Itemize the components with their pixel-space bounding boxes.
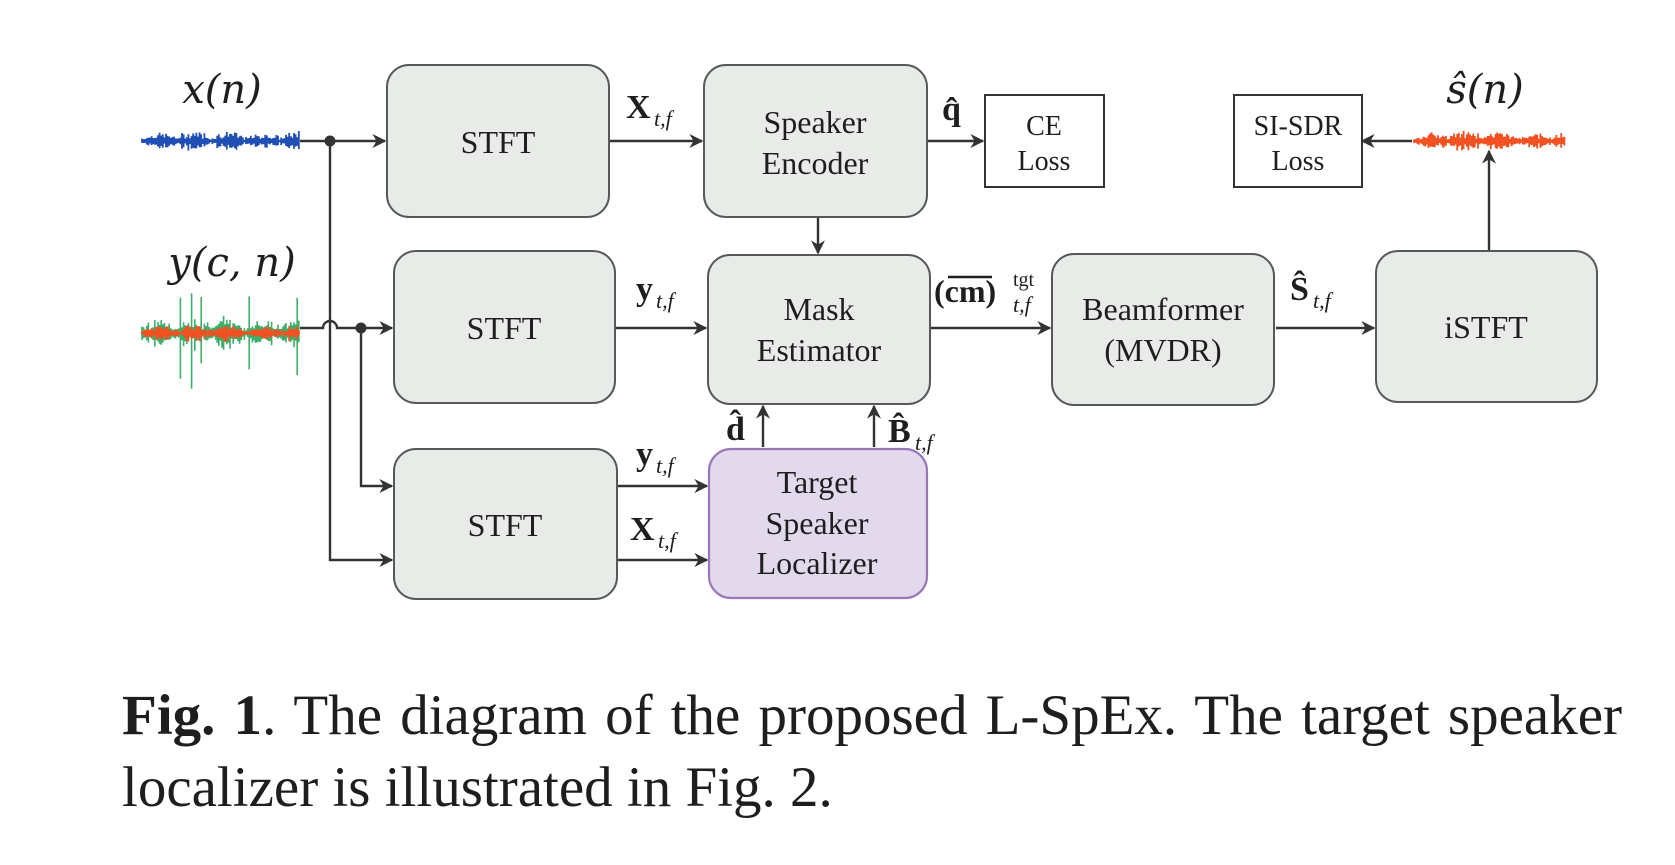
figure-caption: Fig. 1. The diagram of the proposed L-Sp…	[122, 680, 1622, 824]
localizer-label-1: Target	[777, 464, 858, 500]
label-S-hat-tf: Ŝ t,f	[1290, 270, 1334, 313]
stft-mid-box: STFT	[393, 250, 616, 404]
svg-text:t,f: t,f	[658, 528, 679, 553]
signal-label-x: x(n)	[182, 67, 262, 113]
stft-bot-label: STFT	[468, 507, 543, 543]
svg-text:t,f: t,f	[656, 288, 677, 313]
label-X-tf-bot: X t,f	[630, 511, 679, 553]
ce-loss-label-2: Loss	[1018, 146, 1071, 177]
beamformer-label-1: Beamformer	[1082, 291, 1244, 327]
svg-text:X: X	[626, 89, 651, 126]
mask-estimator-box: Mask Estimator	[707, 254, 931, 405]
mask-estimator-label-2: Estimator	[757, 332, 882, 368]
label-cm-tgt: (cm) tgt t,f	[934, 269, 1035, 317]
svg-text:t,f: t,f	[1313, 288, 1334, 313]
localizer-label-2: Speaker	[765, 505, 868, 541]
sisdr-loss-label-2: Loss	[1272, 146, 1325, 177]
beamformer-label-2: (MVDR)	[1104, 332, 1221, 368]
speaker-encoder-label-1: Speaker	[763, 104, 866, 140]
localizer-label-3: Localizer	[757, 545, 878, 581]
mask-estimator-label-1: Mask	[783, 291, 854, 327]
beamformer-box: Beamformer (MVDR)	[1051, 253, 1275, 406]
istft-label: iSTFT	[1444, 309, 1528, 345]
svg-text:B̂: B̂	[888, 412, 911, 450]
svg-text:d̂: d̂	[726, 408, 745, 448]
target-speaker-localizer-box: Target Speaker Localizer	[707, 447, 929, 600]
edge-y-to-junction	[300, 319, 361, 330]
waveform-y	[141, 293, 300, 389]
svg-text:y: y	[636, 271, 653, 308]
label-d-hat: d̂	[726, 408, 745, 448]
svg-text:Ŝ: Ŝ	[1290, 270, 1309, 308]
signal-label-y: y(c, n)	[166, 240, 295, 286]
svg-text:t,f: t,f	[656, 453, 677, 478]
svg-text:X: X	[630, 511, 655, 548]
svg-text:t,f: t,f	[654, 106, 675, 131]
waveform-s-hat	[1413, 130, 1566, 151]
label-q-hat: q̂	[942, 91, 961, 128]
caption-fig-label: Fig. 1	[122, 684, 263, 747]
waveform-x	[141, 131, 300, 151]
junction-dot-x	[324, 135, 336, 147]
ce-loss-label-1: CE	[1026, 111, 1062, 142]
sisdr-loss-box: SI-SDR Loss	[1233, 94, 1363, 188]
stft-mid-label: STFT	[467, 310, 542, 346]
svg-text:(cm): (cm)	[934, 273, 996, 309]
stft-top-label: STFT	[461, 124, 536, 160]
svg-text:q̂: q̂	[942, 91, 961, 128]
label-X-tf-top: X t,f	[626, 89, 675, 131]
label-B-hat-tf: B̂ t,f	[888, 412, 936, 455]
label-y-tf-bot: y t,f	[636, 436, 677, 478]
caption-text: . The diagram of the proposed L-SpEx. Th…	[122, 684, 1622, 819]
connections	[300, 134, 1496, 567]
svg-text:t,f: t,f	[1013, 292, 1034, 317]
stft-bot-box: STFT	[393, 448, 618, 600]
sisdr-loss-label-1: SI-SDR	[1254, 111, 1343, 142]
speaker-encoder-label-2: Encoder	[762, 145, 869, 181]
label-y-tf-mid: y t,f	[636, 271, 677, 313]
speaker-encoder-box: Speaker Encoder	[703, 64, 928, 218]
svg-text:y: y	[636, 436, 653, 473]
signal-label-s-hat: ŝ(n)	[1446, 67, 1524, 113]
edge-x-to-stft-bot	[328, 141, 394, 567]
svg-text:tgt: tgt	[1013, 269, 1035, 291]
junction-dot-y	[355, 322, 367, 334]
stft-top-box: STFT	[386, 64, 610, 218]
istft-box: iSTFT	[1375, 250, 1598, 403]
edge-y-to-stft-bot	[359, 328, 394, 493]
svg-text:t,f: t,f	[915, 430, 936, 455]
ce-loss-box: CE Loss	[984, 94, 1105, 188]
